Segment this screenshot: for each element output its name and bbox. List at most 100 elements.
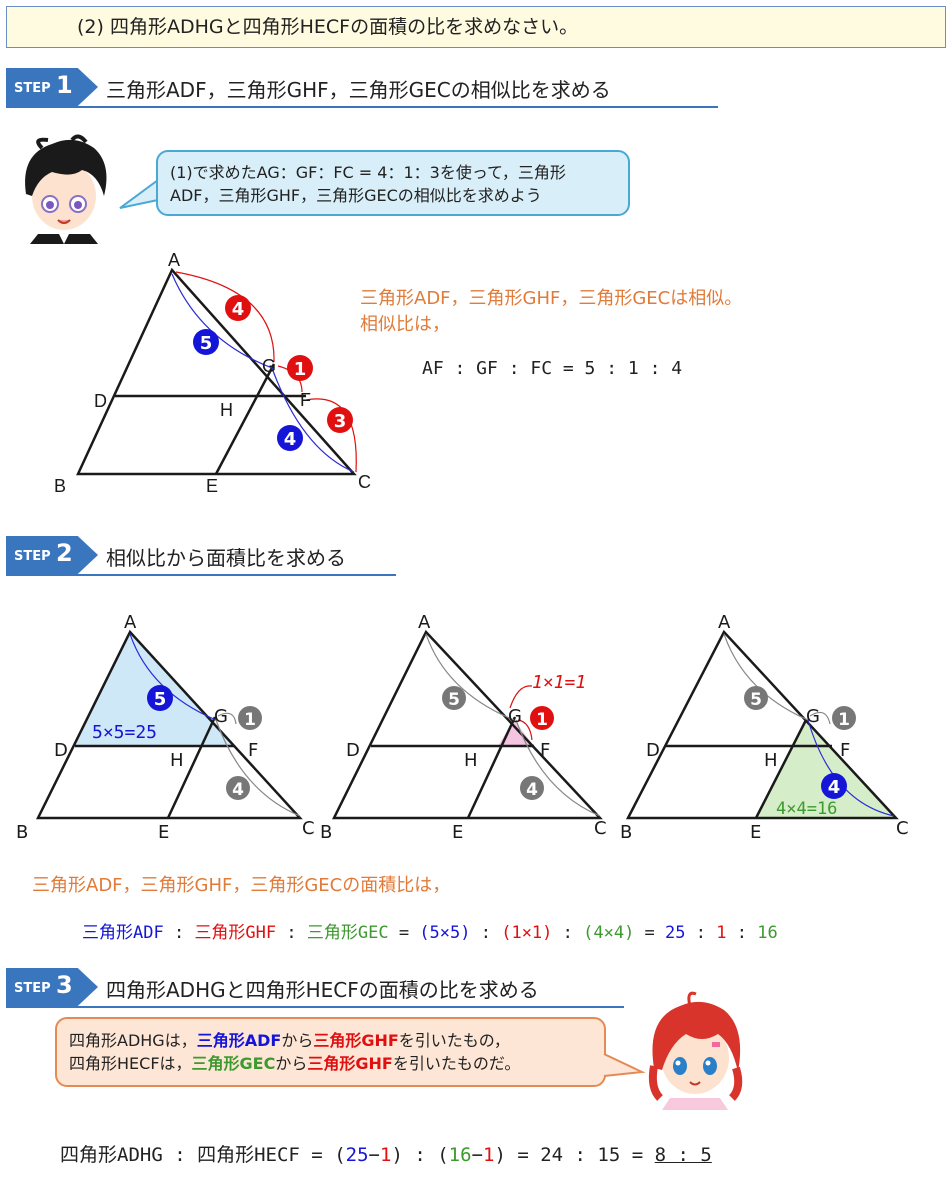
step1-title: 三角形ADF，三角形GHF，三角形GECの相似比を求める bbox=[106, 78, 611, 102]
area-ratio: 三角形ADF : 三角形GHF : 三角形GEC = (5×5) : (1×1)… bbox=[82, 923, 778, 943]
svg-text:A: A bbox=[718, 612, 731, 633]
area-label-ghf: 1×1=1 bbox=[532, 672, 586, 693]
girl-speech-bubble: 四角形ADHGは，三角形ADFから三角形GHFを引いたもの， 四角形HECFは，… bbox=[55, 1017, 606, 1087]
svg-text:5: 5 bbox=[200, 333, 213, 354]
question-text: (2) 四角形ADHGと四角形HECFの面積の比を求めなさい。 bbox=[77, 16, 579, 38]
marker-1-gray: 1 bbox=[832, 706, 856, 730]
svg-text:D: D bbox=[346, 740, 360, 761]
step1-line1: 三角形ADF，三角形GHF，三角形GECは相似。 bbox=[360, 288, 743, 309]
svg-text:C: C bbox=[896, 818, 909, 839]
svg-text:5: 5 bbox=[750, 690, 762, 710]
svg-text:A: A bbox=[418, 612, 431, 633]
svg-text:F: F bbox=[248, 740, 258, 761]
point-d: D bbox=[94, 391, 107, 411]
marker-4-gray: 4 bbox=[226, 776, 250, 800]
marker-5-gray: 5 bbox=[442, 686, 466, 710]
area-intro: 三角形ADF，三角形GHF，三角形GECの面積比は， bbox=[32, 875, 451, 896]
step2-title: 相似比から面積比を求める bbox=[106, 546, 346, 570]
svg-text:D: D bbox=[646, 740, 660, 761]
svg-text:H: H bbox=[764, 750, 778, 771]
svg-text:E: E bbox=[452, 822, 463, 843]
svg-text:G: G bbox=[508, 706, 522, 727]
step1-badge: STEP 1 bbox=[6, 68, 98, 106]
bubble1-tail bbox=[119, 179, 159, 209]
boy-avatar bbox=[25, 134, 107, 244]
svg-text:B: B bbox=[16, 822, 28, 843]
step1-explanation: 三角形ADF，三角形GHF，三角形GECは相似。 相似比は， bbox=[360, 286, 742, 338]
triangle-abc bbox=[76, 267, 357, 476]
svg-text:F: F bbox=[540, 740, 550, 761]
svg-text:B: B bbox=[620, 822, 632, 843]
svg-text:G: G bbox=[214, 706, 228, 727]
svg-text:4: 4 bbox=[828, 777, 841, 798]
marker-1-red: 1 bbox=[287, 355, 313, 381]
svg-text:C: C bbox=[302, 818, 315, 839]
svg-text:1: 1 bbox=[838, 710, 850, 730]
step3-label: STEP bbox=[14, 981, 51, 996]
marker-4-gray: 4 bbox=[520, 776, 544, 800]
step2-number: 2 bbox=[56, 539, 73, 567]
bubble2-line2: 四角形HECFは，三角形GECから三角形GHFを引いたものだ。 bbox=[69, 1054, 521, 1073]
marker-5-blue: 5 bbox=[147, 685, 173, 711]
shaded-gec bbox=[756, 720, 896, 818]
svg-text:H: H bbox=[464, 750, 478, 771]
area-label-gec: 4×4=16 bbox=[776, 799, 837, 819]
final-equation: 四角形ADHG : 四角形HECF = (25−1) : (16−1) = 24… bbox=[60, 1144, 712, 1166]
figure1-triangle-diagram: 4 5 1 3 4 A D G F H B E C bbox=[54, 250, 371, 496]
figure2-gec: 5 1 4 4×4=16 A D G F H B E C bbox=[620, 612, 909, 843]
point-f: F bbox=[300, 390, 311, 410]
girl-avatar bbox=[648, 991, 743, 1110]
bubble2-tail bbox=[603, 1053, 646, 1077]
marker-1-gray: 1 bbox=[238, 706, 262, 730]
step2-header: STEP 2 相似比から面積比を求める bbox=[6, 536, 718, 576]
question-box: (2) 四角形ADHGと四角形HECFの面積の比を求めなさい。 bbox=[6, 6, 946, 48]
marker-4-blue: 4 bbox=[821, 773, 847, 799]
svg-text:5: 5 bbox=[448, 690, 460, 710]
bubble2-line1: 四角形ADHGは，三角形ADFから三角形GHFを引いたもの， bbox=[69, 1031, 510, 1050]
bubble1-line1: (1)で求めたAG：GF：FC = 4：1：3を使って，三角形 bbox=[170, 163, 566, 182]
svg-text:C: C bbox=[594, 818, 607, 839]
final-answer: 8 : 5 bbox=[654, 1144, 712, 1166]
step3-title: 四角形ADHGと四角形HECFの面積の比を求める bbox=[106, 978, 539, 1002]
boy-speech-bubble: (1)で求めたAG：GF：FC = 4：1：3を使って，三角形 ADF，三角形G… bbox=[156, 150, 630, 216]
step1-number: 1 bbox=[56, 71, 73, 99]
segment-ge bbox=[214, 363, 276, 475]
svg-text:1: 1 bbox=[294, 359, 307, 380]
figure2-ghf: 5 1 4 1×1=1 A D G F H B E C bbox=[320, 612, 607, 843]
svg-text:H: H bbox=[170, 750, 184, 771]
marker-4-blue: 4 bbox=[277, 425, 303, 451]
svg-text:5: 5 bbox=[154, 689, 167, 710]
arc-ag-red bbox=[175, 271, 275, 363]
svg-text:4: 4 bbox=[284, 429, 297, 450]
step3-badge: STEP 3 bbox=[6, 968, 98, 1006]
area-label-adf: 5×5=25 bbox=[92, 722, 157, 743]
svg-text:1: 1 bbox=[536, 710, 548, 730]
step3-underline bbox=[6, 1006, 624, 1008]
svg-text:B: B bbox=[320, 822, 332, 843]
arc-fc-blue bbox=[271, 367, 355, 473]
svg-text:3: 3 bbox=[334, 411, 347, 432]
marker-5-blue: 5 bbox=[193, 329, 219, 355]
marker-4-red: 4 bbox=[225, 295, 251, 321]
svg-text:D: D bbox=[54, 740, 68, 761]
svg-text:4: 4 bbox=[232, 299, 245, 320]
step1-label: STEP bbox=[14, 81, 51, 96]
point-b: B bbox=[54, 476, 66, 496]
bubble1-line2: ADF，三角形GHF，三角形GECの相似比を求めよう bbox=[170, 186, 542, 205]
step2-label: STEP bbox=[14, 549, 51, 564]
svg-text:F: F bbox=[840, 740, 850, 761]
point-h: H bbox=[220, 400, 233, 420]
svg-text:4: 4 bbox=[232, 780, 244, 800]
step2-badge: STEP 2 bbox=[6, 536, 98, 574]
step1-underline bbox=[6, 106, 718, 108]
step3-number: 3 bbox=[56, 971, 73, 999]
point-e: E bbox=[206, 476, 218, 496]
step3-header: STEP 3 四角形ADHGと四角形HECFの面積の比を求める bbox=[6, 968, 718, 1008]
step1-line2: 相似比は， bbox=[360, 314, 450, 335]
marker-3-red: 3 bbox=[327, 407, 353, 433]
svg-text:A: A bbox=[124, 612, 137, 633]
marker-5-gray: 5 bbox=[744, 686, 768, 710]
step2-underline bbox=[6, 574, 396, 576]
similarity-ratio: AF : GF : FC = 5 : 1 : 4 bbox=[422, 358, 683, 379]
point-a: A bbox=[168, 250, 180, 270]
